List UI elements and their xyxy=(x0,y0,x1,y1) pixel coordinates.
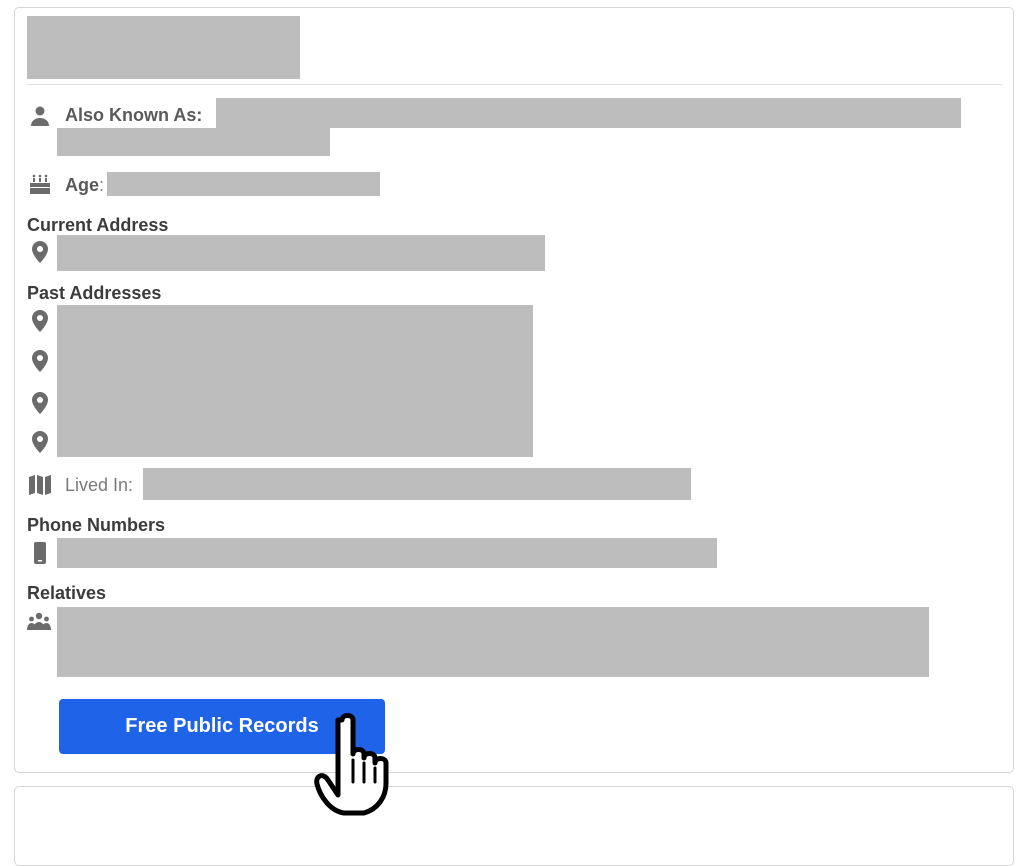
location-pin-icon xyxy=(28,391,52,415)
phone-icon xyxy=(28,541,52,565)
redacted-aliases-2 xyxy=(57,128,330,156)
location-pin-icon xyxy=(28,309,52,333)
location-pin-icon xyxy=(28,430,52,454)
hand-pointer-cursor-icon xyxy=(312,708,412,820)
current-address-header: Current Address xyxy=(27,215,169,235)
redacted-lived-in xyxy=(143,468,691,500)
lived-in-label: Lived In: xyxy=(65,475,134,495)
redacted-name xyxy=(27,16,300,79)
age-label: Age: xyxy=(65,175,104,196)
location-pin-icon xyxy=(28,349,52,373)
relatives-header: Relatives xyxy=(27,583,107,603)
redacted-relatives xyxy=(57,607,929,677)
age-colon: : xyxy=(99,175,105,195)
group-icon xyxy=(27,610,51,634)
free-public-records-label: Free Public Records xyxy=(125,715,319,737)
also-known-as-label: Also Known As: xyxy=(65,105,203,125)
next-card xyxy=(14,786,1014,866)
redacted-age xyxy=(107,172,380,196)
redacted-current-address xyxy=(57,235,545,271)
divider xyxy=(27,84,1002,85)
map-icon xyxy=(28,473,52,497)
past-addresses-header: Past Addresses xyxy=(27,283,162,303)
location-pin-icon xyxy=(28,240,52,264)
cake-icon xyxy=(28,172,52,196)
free-public-records-button[interactable]: Free Public Records xyxy=(59,699,385,754)
redacted-past-addresses xyxy=(57,305,533,457)
redacted-phone-numbers xyxy=(57,538,717,568)
person-icon xyxy=(28,104,52,128)
phone-numbers-header: Phone Numbers xyxy=(27,515,166,535)
age-label-text: Age xyxy=(65,175,100,195)
redacted-aliases xyxy=(216,98,961,128)
